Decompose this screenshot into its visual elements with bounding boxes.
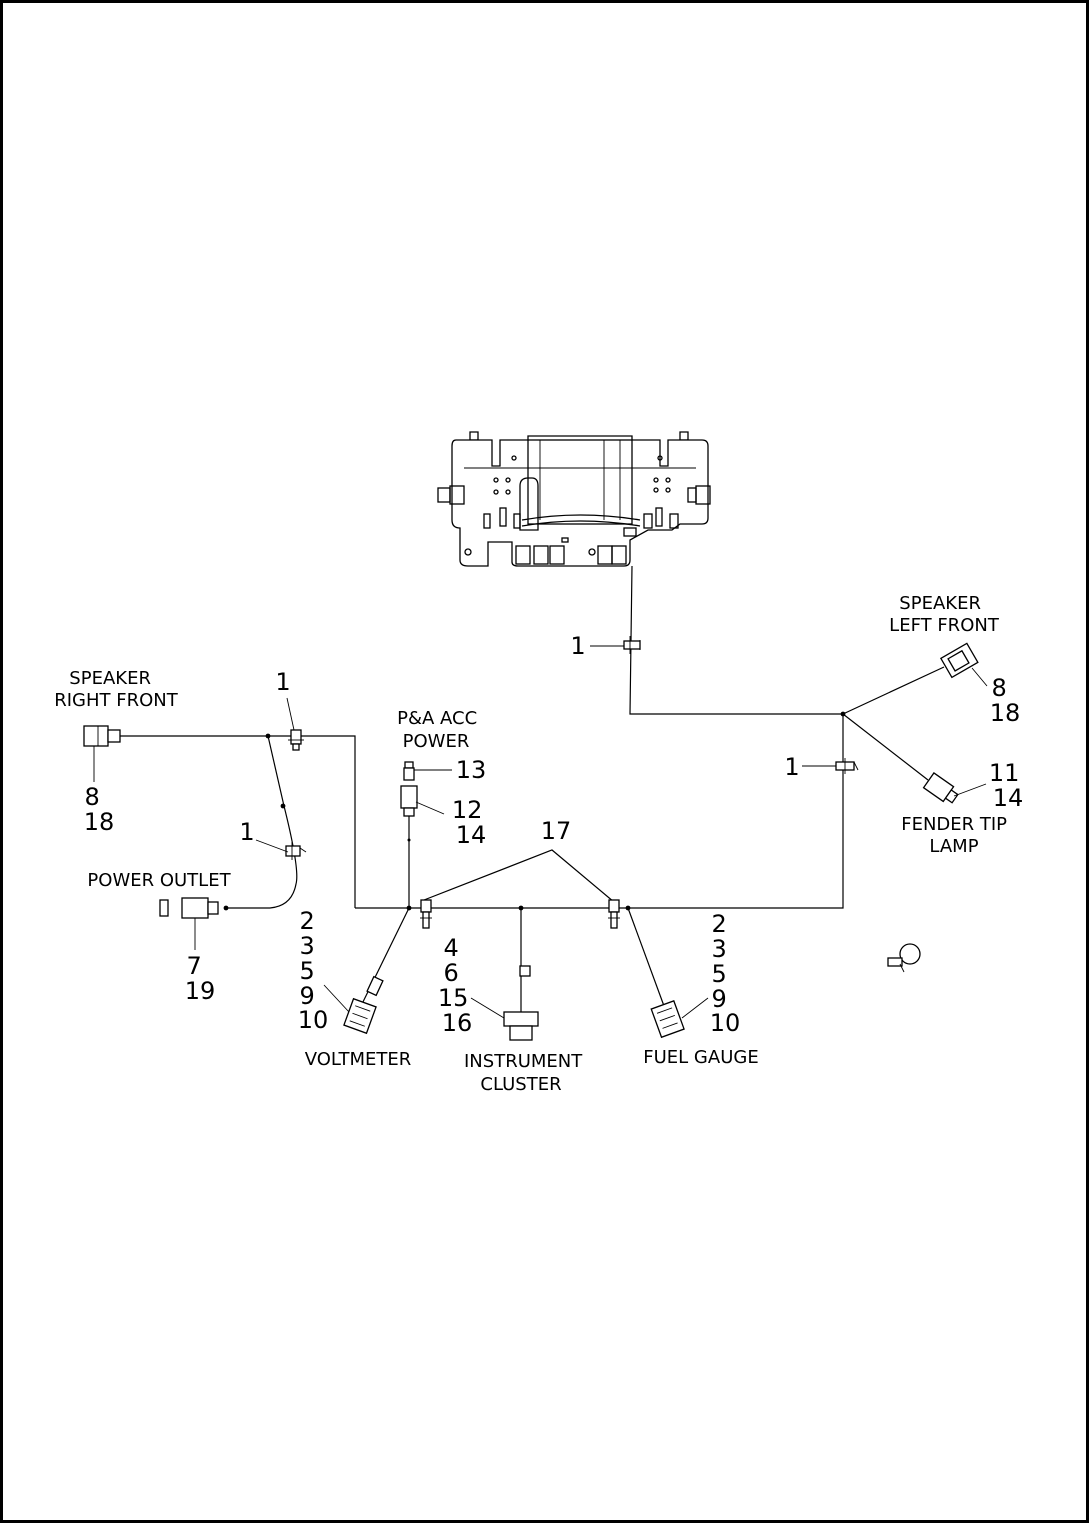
clip-harness-right <box>608 899 620 929</box>
callout-instrument-cluster: 4 6 15 16 <box>438 934 476 1037</box>
callout-power-outlet: 7 19 <box>185 952 216 1005</box>
voltmeter-connector <box>343 975 384 1035</box>
fuel-gauge-connector <box>650 1000 685 1039</box>
fuel-gauge-label: FUEL GAUGE <box>643 1047 758 1068</box>
cable-clamp <box>887 943 921 973</box>
pa-acc-power-label: P&A ACC POWER <box>397 708 483 752</box>
callout-clip-left-mid: 1 <box>239 818 254 846</box>
speaker-right-front-connector <box>83 725 121 747</box>
power-outlet-label: POWER OUTLET <box>87 870 231 891</box>
instrument-bracket <box>437 431 711 567</box>
callout-speaker-right-front: 8 18 <box>84 783 115 836</box>
voltmeter-label: VOLTMETER <box>305 1049 412 1070</box>
instrument-cluster-label: INSTRUMENT CLUSTER <box>464 1051 588 1095</box>
clip-left-top <box>288 729 304 751</box>
callout-clip-right: 1 <box>784 753 799 781</box>
clip-harness-left <box>420 899 432 929</box>
power-outlet-connector <box>159 897 219 919</box>
callout-voltmeter: 2 3 5 9 10 <box>298 907 329 1034</box>
callout-pa-acc-bottom: 12 14 <box>452 796 490 849</box>
callout-speaker-left-front: 8 18 <box>990 674 1021 727</box>
clip-left-mid <box>285 842 307 860</box>
callout-fender-tip-lamp: 11 14 <box>989 759 1027 812</box>
harness-wires <box>120 565 945 1012</box>
callout-clip-left-top: 1 <box>275 668 290 696</box>
leader-lines <box>93 645 988 1019</box>
fender-tip-lamp-connector <box>922 772 959 804</box>
clip-right <box>835 758 859 774</box>
speaker-left-front-label: SPEAKER LEFT FRONT <box>889 593 1000 636</box>
instrument-cluster-connector <box>503 965 539 1041</box>
speaker-right-front-label: SPEAKER RIGHT FRONT <box>54 668 179 711</box>
clip-top <box>623 636 641 654</box>
junction-dots <box>223 711 846 911</box>
pa-acc-power-connector <box>400 761 418 817</box>
callout-pa-acc-top: 13 <box>456 756 487 784</box>
callout-clip-top: 1 <box>570 632 585 660</box>
speaker-left-front-connector <box>939 642 979 679</box>
fender-tip-lamp-label: FENDER TIP LAMP <box>901 814 1013 857</box>
callout-fuel-gauge: 2 3 5 9 10 <box>710 910 741 1037</box>
callout-harness: 17 <box>541 817 572 845</box>
